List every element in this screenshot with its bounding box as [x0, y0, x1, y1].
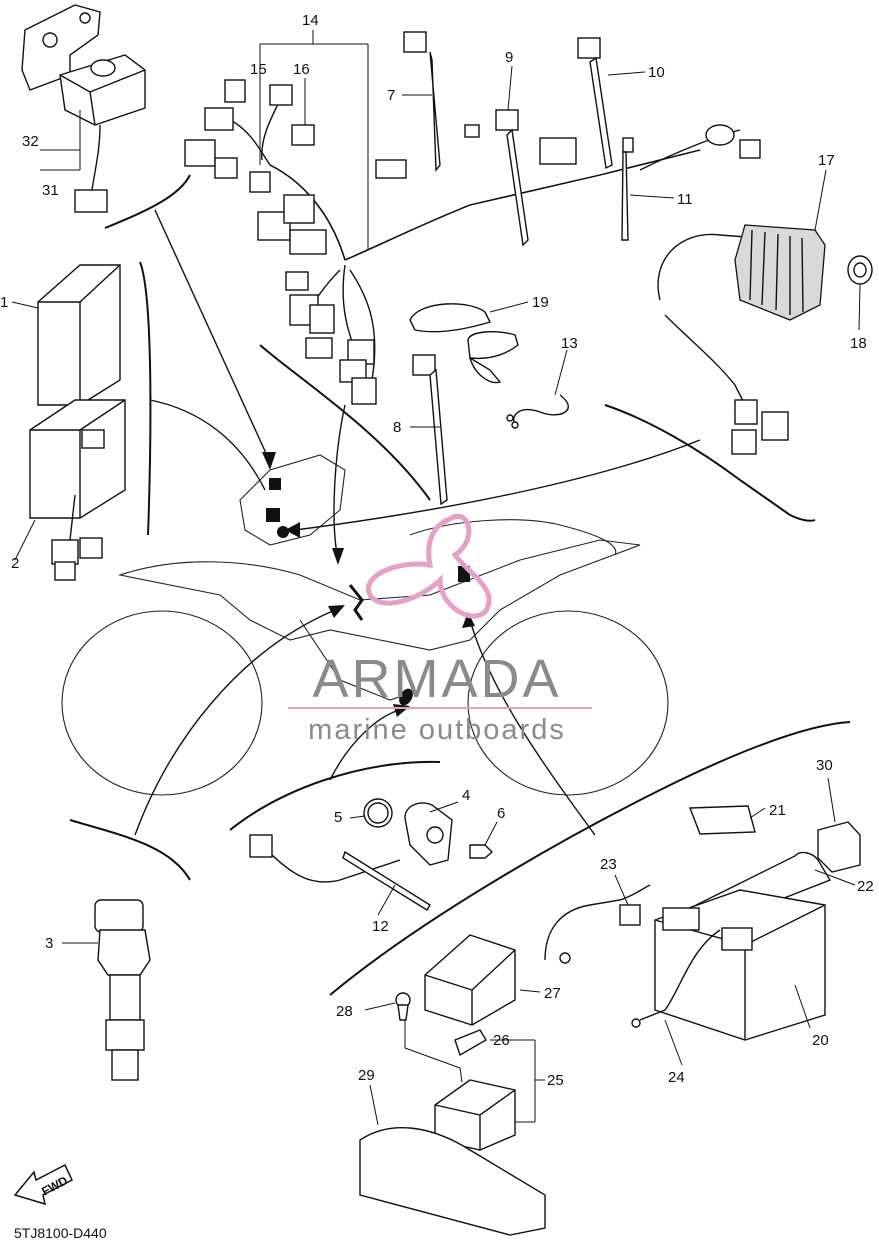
callout-12: 12 — [372, 918, 389, 935]
lead-wire-13 — [506, 394, 569, 429]
callout-19: 19 — [532, 294, 549, 311]
fwd-arrow-icon — [13, 1163, 73, 1206]
callout-4: 4 — [462, 787, 470, 804]
callout-30: 30 — [816, 757, 833, 774]
callout-21: 21 — [769, 802, 786, 819]
wire-harness — [184, 79, 701, 405]
callout-9: 9 — [505, 49, 513, 66]
callout-13: 13 — [561, 335, 578, 352]
starter-relay-assembly — [359, 934, 546, 1236]
cdi-unit-assembly — [29, 264, 126, 581]
watermark-subtitle: marine outboards — [308, 714, 566, 746]
callout-22: 22 — [857, 878, 874, 895]
callout-1: 1 — [0, 294, 8, 311]
callout-6: 6 — [497, 805, 505, 822]
callout-32: 32 — [22, 133, 39, 150]
cable-ties — [403, 31, 634, 506]
watermark: ARMADA marine outboards — [288, 513, 592, 746]
rectifier-regulator — [639, 124, 873, 455]
group-frames — [69, 174, 851, 996]
callout-29: 29 — [358, 1067, 375, 1084]
callout-labels: 1 2 3 4 5 6 7 8 9 10 11 12 13 14 15 16 1… — [0, 12, 874, 1089]
callout-2: 2 — [11, 555, 19, 572]
callout-11: 11 — [677, 191, 693, 208]
callout-27: 27 — [544, 985, 561, 1002]
battery-assembly — [544, 805, 861, 1041]
drawing-code: 5TJ8100-D440 — [14, 1225, 107, 1241]
callout-28: 28 — [336, 1003, 353, 1020]
pickup-coil-assembly — [249, 798, 494, 911]
callout-18: 18 — [850, 335, 867, 352]
callout-24: 24 — [668, 1069, 685, 1086]
callout-8: 8 — [393, 419, 401, 436]
callout-25: 25 — [547, 1072, 564, 1089]
callout-10: 10 — [648, 64, 665, 81]
callout-23: 23 — [600, 856, 617, 873]
leader-lines — [11, 30, 861, 1126]
rectifier-bracket-assembly — [21, 4, 146, 213]
callout-15: 15 — [250, 61, 267, 78]
clamp-19 — [409, 303, 519, 384]
callout-17: 17 — [818, 152, 835, 169]
callout-3: 3 — [45, 935, 53, 952]
callout-31: 31 — [42, 182, 59, 199]
callout-7: 7 — [387, 87, 395, 104]
watermark-title: ARMADA — [312, 649, 561, 709]
callout-5: 5 — [334, 809, 342, 826]
callout-16: 16 — [293, 61, 310, 78]
callout-14: 14 — [302, 12, 319, 29]
location-markers — [266, 478, 470, 706]
callout-20: 20 — [812, 1032, 829, 1049]
ignition-coil — [94, 899, 151, 1081]
callout-26: 26 — [493, 1032, 510, 1049]
watermark-logo — [365, 513, 492, 619]
fwd-indicator: FWD — [13, 1163, 73, 1206]
